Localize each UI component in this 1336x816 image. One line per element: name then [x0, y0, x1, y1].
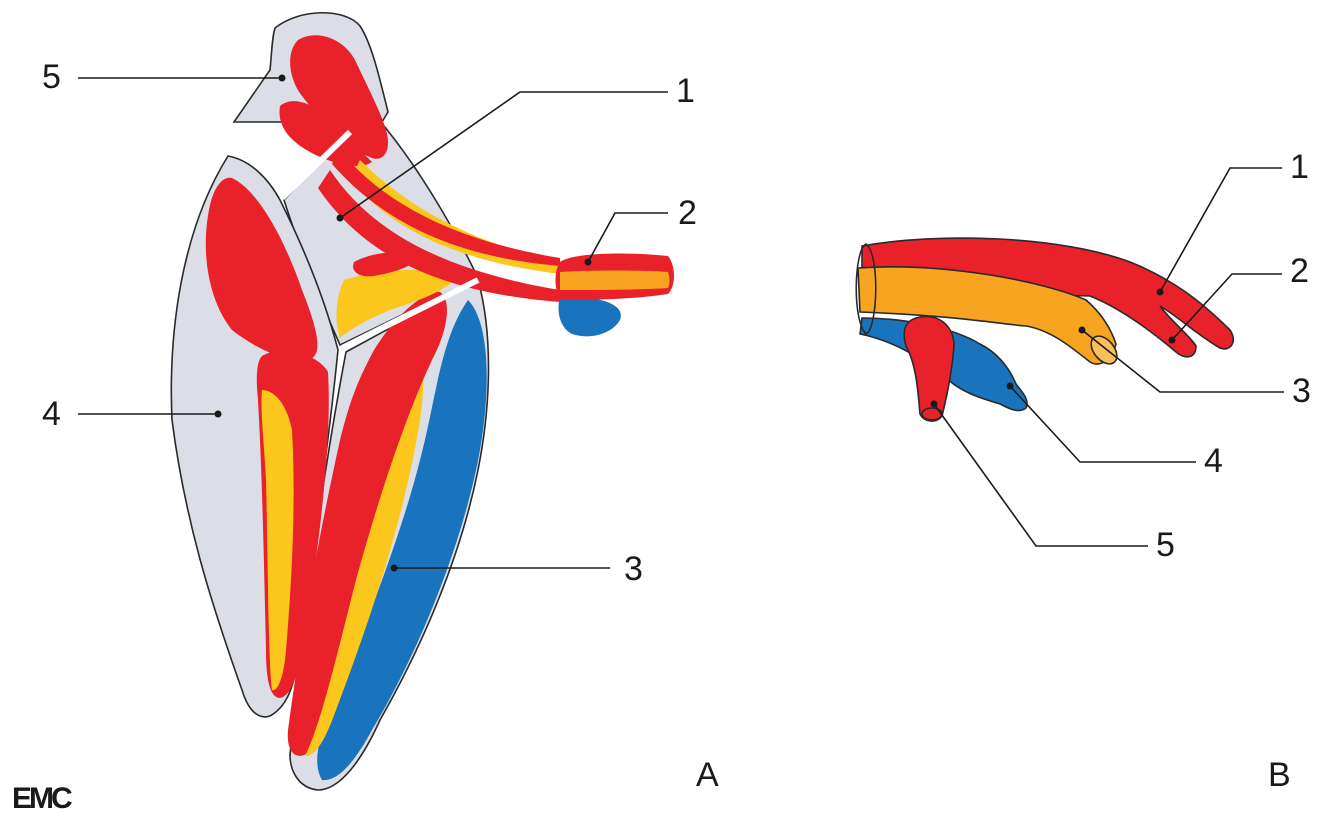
panel-a-structure-2-blue	[559, 296, 621, 336]
panel-b: 1 2 3 4 5 B	[856, 148, 1311, 794]
panel-b-red-branch	[904, 316, 954, 421]
panel-b-dot-1	[1157, 289, 1164, 296]
panel-a-label-2: 2	[678, 194, 697, 232]
panel-b-leader-4	[1010, 386, 1196, 462]
panel-a-label-3: 3	[624, 550, 643, 588]
panel-a-dot-4	[215, 411, 222, 418]
panel-b-label-3: 3	[1292, 372, 1311, 410]
emc-logo: EMC	[12, 782, 72, 815]
panel-a-label-5: 5	[42, 58, 61, 96]
panel-a-dot-1	[337, 215, 344, 222]
panel-b-label-2: 2	[1290, 252, 1309, 290]
panel-b-dot-2	[1169, 337, 1176, 344]
panel-b-dot-4	[1007, 383, 1014, 390]
panel-a-label-1: 1	[676, 72, 695, 110]
panel-a-dot-5	[279, 75, 286, 82]
panel-b-label-1: 1	[1290, 148, 1309, 186]
panel-a-letter: A	[696, 756, 719, 794]
panel-b-leader-5	[934, 404, 1148, 546]
panel-b-dot-5	[931, 401, 938, 408]
panel-b-label-5: 5	[1156, 526, 1175, 564]
panel-a: 5 1 2 3 4 A	[42, 13, 719, 794]
panel-b-dot-3	[1079, 327, 1086, 334]
panel-a-dot-2	[585, 259, 592, 266]
panel-a-dot-3	[391, 565, 398, 572]
panel-b-letter: B	[1268, 756, 1291, 794]
panel-a-structure-2-orange	[560, 271, 670, 291]
panel-a-label-4: 4	[42, 395, 61, 433]
panel-b-label-4: 4	[1204, 442, 1223, 480]
